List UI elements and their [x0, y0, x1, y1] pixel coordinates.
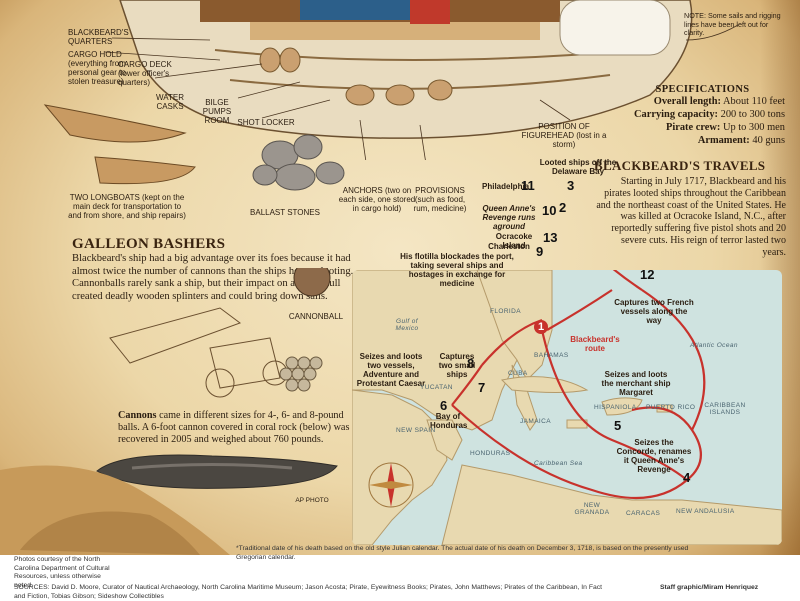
label-cargo-deck: CARGO DECK (lower officer's quarters): [118, 60, 172, 87]
place-ocracoke: Ocracoke Island: [495, 232, 533, 250]
route-stop-4: 4: [683, 470, 691, 485]
route-stop-2: 2: [559, 200, 567, 215]
page-curl: [0, 465, 230, 555]
geo-jamaica: JAMAICA: [520, 418, 551, 425]
galleon-title: GALLEON BASHERS: [72, 236, 226, 252]
cannons-text: Cannons came in different sizes for 4-, …: [118, 410, 350, 445]
route-map: [352, 270, 782, 545]
specifications-panel: SPECIFICATIONS Overall length: About 110…: [620, 84, 785, 147]
geo-caracas: CARACAS: [626, 510, 661, 517]
route-legend-label: Blackbeard's route: [570, 335, 620, 353]
event-adventure: Seizes and loots two vessels, Adventure …: [356, 352, 426, 388]
geo-hispaniola: HISPANIOLA: [594, 404, 637, 411]
geo-florida: FLORIDA: [490, 308, 521, 315]
geo-yucatan: YUCATAN: [420, 384, 453, 391]
route-stop-7: 7: [478, 380, 486, 395]
label-anchors: ANCHORS (two on each side, one stored in…: [338, 186, 416, 213]
geo-gulf: Gulf of Mexico: [395, 318, 419, 332]
route-stop-8: 8: [467, 356, 475, 371]
route-stop-10: 10: [542, 203, 557, 218]
cannon-illustration: [109, 268, 331, 398]
route-stop-5: 5: [614, 418, 622, 433]
geo-new-spain: NEW SPAIN: [396, 427, 436, 434]
ship-note: NOTE: Some sails and rigging lines have …: [684, 11, 781, 37]
event-aground: Queen Anne's Revenge runs aground: [482, 204, 536, 231]
ship-cutaway-illustration: [104, 0, 739, 160]
geo-new-granada: NEW GRANADA: [574, 502, 610, 516]
label-provisions: PROVISIONS (such as food, rum, medicine): [413, 186, 467, 213]
compass-rose-icon: [368, 462, 414, 508]
specifications-title: SPECIFICATIONS: [655, 84, 750, 95]
sources: SOURCES: David D. Moore, Curator of Naut…: [14, 584, 603, 600]
spec-row: Pirate crew: Up to 300 men: [666, 122, 785, 133]
label-quarters: BLACKBEARD'S QUARTERS: [68, 28, 129, 46]
geo-atlantic: Atlantic Ocean: [690, 342, 738, 349]
footnote: *Traditional date of his death based on …: [236, 545, 689, 561]
geo-puerto-rico: PUERTO RICO: [646, 404, 696, 411]
label-cannonball: CANNONBALL: [288, 312, 344, 321]
geo-caribbean-islands: CARIBBEAN ISLANDS: [704, 402, 746, 416]
event-french: Captures two French vessels along the wa…: [614, 298, 694, 325]
route-stop-3: 3: [567, 178, 575, 193]
geo-caribbean-sea: Caribbean Sea: [534, 460, 583, 467]
label-ballast: BALLAST STONES: [250, 208, 320, 217]
spec-row: Overall length: About 110 feet: [653, 96, 785, 107]
label-shot-locker: SHOT LOCKER: [237, 118, 295, 127]
label-figurehead: POSITION OF FIGUREHEAD (lost in a storm): [521, 122, 607, 149]
staff-credit: Staff graphic/Miram Henriquez: [660, 584, 759, 591]
event-delaware: Looted ships off the Delaware Bay: [539, 158, 617, 176]
route-stop-11: 11: [521, 178, 535, 193]
route-stop-1: 1: [534, 320, 548, 334]
event-blockade: His flotilla blockades the port, taking …: [400, 252, 514, 288]
label-water-casks: WATER CASKS: [156, 93, 184, 111]
photos-credit: Photos courtesy of the North Carolina De…: [14, 556, 110, 589]
galleon-text: Blackbeard's ship had a big advantage ov…: [72, 253, 354, 302]
place-bay-honduras: Bay of Honduras: [430, 412, 468, 430]
route-stop-12: 12: [640, 267, 655, 282]
route-stop-9: 9: [536, 244, 544, 259]
map-geography: [352, 270, 782, 545]
place-philadelphia: Philadelphia: [482, 182, 530, 191]
travels-text: Starting in July 1717, Blackbeard and hi…: [596, 176, 786, 258]
geo-bahamas: BAHAMAS: [534, 352, 569, 359]
geo-cuba: CUBA: [508, 370, 528, 377]
ap-photo-credit: AP PHOTO: [295, 497, 329, 504]
longboats-and-ballast-illustration: [43, 104, 345, 191]
event-margaret: Seizes and loots the merchant ship Marga…: [601, 370, 671, 397]
geo-new-andalusia: NEW ANDALUSIA: [676, 508, 735, 515]
place-charleston: Charleston: [488, 242, 530, 251]
travels-title: BLACKBEARD'S TRAVELS: [594, 158, 766, 173]
route-stop-6: 6: [440, 398, 448, 413]
coral-cannon-photo: [96, 454, 338, 489]
label-cargo-hold: CARGO HOLD (everything from personal gea…: [68, 50, 126, 86]
spec-row: Armament: 40 guns: [697, 135, 785, 146]
spec-row: Carrying capacity: 200 to 300 tons: [634, 109, 785, 120]
label-bilge: BILGE PUMPS ROOM: [202, 98, 232, 125]
event-concorde: Seizes the Concorde, renames it Queen An…: [616, 438, 692, 474]
geo-honduras: HONDURAS: [470, 450, 511, 457]
label-longboats: TWO LONGBOATS (kept on the main deck for…: [68, 193, 186, 220]
route-stop-13: 13: [543, 230, 558, 245]
event-small-ships: Captures two small ships: [438, 352, 476, 379]
